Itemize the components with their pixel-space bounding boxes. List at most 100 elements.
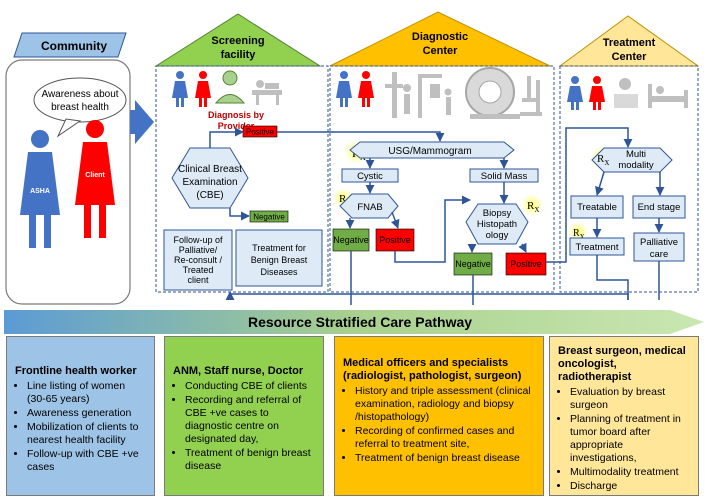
biopsy-line-1: Biopsy xyxy=(483,208,512,219)
fnab-label: FNAB xyxy=(357,202,382,213)
big-arrow-icon xyxy=(130,100,154,144)
list-item: Recording and referral of CBE +ve cases … xyxy=(185,394,315,446)
panel-title: Breast surgeon, medical oncologist, radi… xyxy=(558,345,686,383)
screening-frame xyxy=(155,65,329,293)
diag-positive-2 xyxy=(505,252,547,276)
followup-line-3: Re-consult / xyxy=(174,255,223,265)
rx-multimodality-icon: RX xyxy=(597,153,609,167)
panel-title: Frontline health worker xyxy=(15,365,137,377)
community-section: Community Awareness about breast health … xyxy=(5,32,131,305)
treatment-down-connector xyxy=(596,255,629,300)
panel-anm-nurse-doctor: ANM, Staff nurse, Doctor Conducting CBE … xyxy=(164,336,324,496)
speech-line-2: breast health xyxy=(51,102,109,113)
connectors xyxy=(209,127,665,305)
list-item: Recording of confirmed cases and referra… xyxy=(355,425,535,451)
diag-negative-2-label: Negative xyxy=(455,259,491,269)
diag-positive-1-label: Positive xyxy=(379,235,411,245)
list-item: Discharge xyxy=(570,480,690,493)
panel-list: History and triple assessment (clinical … xyxy=(343,385,535,465)
list-item: Treatment of benign breast disease xyxy=(355,452,535,465)
screening-negative-box xyxy=(249,210,289,223)
list-item: Line listing of women (30-65 years) xyxy=(27,380,146,406)
diagnosis-line-1: Diagnosis by xyxy=(208,110,264,120)
pathway-title: Resource Stratified Care Pathway xyxy=(248,314,472,330)
biopsy-box xyxy=(465,203,529,245)
diag-positive-2-label: Positive xyxy=(510,259,542,269)
palliative-line-2: care xyxy=(650,249,668,260)
end-stage-label: End stage xyxy=(638,202,681,213)
biopsy-line-2: Histopath xyxy=(477,219,517,230)
client-figure-icon xyxy=(75,120,115,238)
doctor-icon xyxy=(214,70,246,104)
cbe-line-2: Examination xyxy=(182,177,237,188)
speech-line-1: Awareness about xyxy=(41,89,118,100)
list-item: Evaluation by breast surgeon xyxy=(570,386,690,412)
cbe-to-positive-connector xyxy=(209,127,244,148)
followup-line-4: Treated xyxy=(183,265,214,275)
followup-box xyxy=(163,229,233,291)
woman-red-icon xyxy=(195,71,211,107)
screening-negative-label: Negative xyxy=(253,213,285,222)
mammogram-machine-icon xyxy=(385,72,411,118)
cbe-to-negative-connector xyxy=(229,208,250,221)
panel-frontline-worker: Frontline health worker Line listing of … xyxy=(6,336,155,496)
community-banner xyxy=(13,32,127,58)
list-item: Planning of treatment in tumor board aft… xyxy=(570,413,690,465)
list-item: History and triple assessment (clinical … xyxy=(355,385,535,424)
xray-machine-icon xyxy=(418,74,452,118)
diagnostic-title-1: Diagnostic xyxy=(412,31,468,43)
speech-bubble xyxy=(33,77,127,123)
panel-title: Medical officers and specialists (radiol… xyxy=(343,357,522,382)
palliative-box xyxy=(633,232,685,262)
rx-treatment-icon: RX xyxy=(573,228,585,241)
panel-list: Evaluation by breast surgeon Planning of… xyxy=(558,386,690,493)
usg-mammogram-box xyxy=(349,141,515,159)
followup-line-5: client xyxy=(187,275,209,285)
asha-label: ASHA xyxy=(30,188,50,195)
positive-to-usg-connector xyxy=(277,131,445,142)
benign-line-1: Treatment for xyxy=(252,243,306,253)
list-item: Awareness generation xyxy=(27,407,146,420)
hospital-bed-icon xyxy=(648,84,688,108)
palliative-line-1: Palliative xyxy=(640,237,678,248)
followup-line-2: Palliative/ xyxy=(179,245,218,255)
treatment-section: Treatment Center RX Multi modality Treat… xyxy=(558,15,700,293)
treatment-label: Treatment xyxy=(576,242,619,253)
usg-label: USG/Mammogram xyxy=(388,146,471,157)
panel-medical-officers: Medical officers and specialists (radiol… xyxy=(334,336,544,496)
panel-title: ANM, Staff nurse, Doctor xyxy=(173,365,304,377)
followup-line-1: Follow-up of xyxy=(173,235,223,245)
multimodality-line-2: modality xyxy=(618,160,654,171)
cystic-label: Cystic xyxy=(357,171,383,182)
screening-title-2: facility xyxy=(221,49,257,61)
community-title: Community xyxy=(41,39,107,53)
treatment-frame xyxy=(559,65,699,293)
list-item: Mobilization of clients to nearest healt… xyxy=(27,421,146,447)
return-to-followup-connector xyxy=(225,291,629,301)
exam-bed-icon xyxy=(252,80,282,105)
list-item: Follow-up with CBE +ve cases xyxy=(27,448,146,474)
biopsy-to-positive-connector xyxy=(518,242,527,253)
screening-positive-label: Positive xyxy=(246,128,275,137)
fnab-to-positive-connector xyxy=(390,211,400,229)
woman-red-icon xyxy=(358,71,374,107)
treatment-title-1: Treatment xyxy=(603,37,656,49)
cbe-line-1: Clinical Breast xyxy=(178,164,242,175)
rx-glow xyxy=(568,222,588,242)
woman-red-icon xyxy=(589,76,605,110)
microscope-icon xyxy=(520,76,542,116)
positive-to-treatment-connector xyxy=(546,127,633,263)
treatment-title-2: Center xyxy=(612,51,648,63)
panel-breast-surgeon: Breast surgeon, medical oncologist, radi… xyxy=(549,336,699,496)
care-pathway-diagram: Community Awareness about breast health … xyxy=(4,11,704,334)
mri-scanner-icon xyxy=(465,67,520,119)
panel-list: Conducting CBE of clients Recording and … xyxy=(173,380,315,473)
speech-tail xyxy=(56,118,82,138)
rx-biopsy-icon: RX xyxy=(527,200,539,214)
diagnostic-frame xyxy=(329,65,555,293)
woman-blue-icon xyxy=(172,71,188,107)
panel-list: Line listing of women (30-65 years) Awar… xyxy=(15,380,146,474)
list-item: Multimodality treatment xyxy=(570,466,690,479)
multimodality-line-1: Multi xyxy=(626,149,646,160)
asha-figure-icon xyxy=(20,130,60,248)
